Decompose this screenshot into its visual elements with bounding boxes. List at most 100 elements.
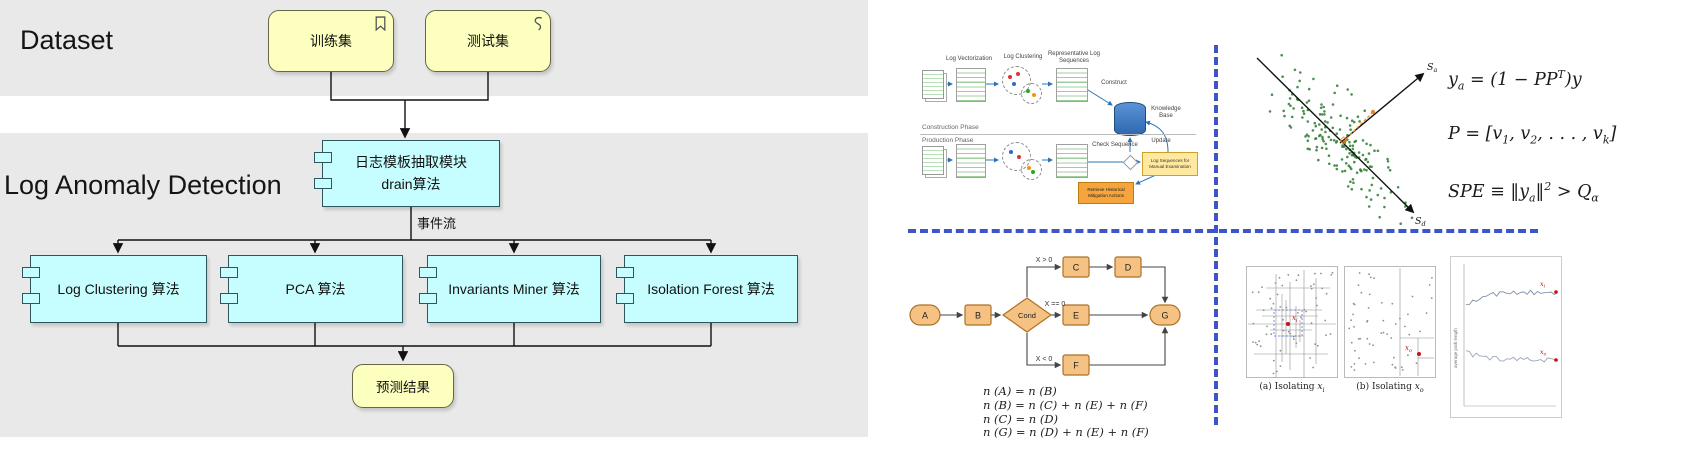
log-file-icon: [922, 146, 944, 175]
svg-text:C: C: [1073, 263, 1080, 273]
xo-point: [1417, 352, 1421, 356]
train-set-node: 训练集: [268, 10, 394, 72]
right-angle-mark: [1339, 136, 1348, 145]
check-sequence-label: Check Sequence: [1092, 142, 1138, 148]
cluster-point: [1032, 93, 1036, 97]
anomaly-point: [1370, 109, 1376, 115]
cluster-circle: [1021, 159, 1042, 180]
xi-label: xi: [1292, 314, 1298, 324]
test-set-label: 测试集: [467, 33, 509, 49]
svg-text:E: E: [1073, 311, 1079, 321]
component-port: [219, 267, 238, 278]
event-stream-label: 事件流: [417, 216, 457, 231]
prediction-result-node: 预测结果: [352, 364, 454, 408]
svg-text:A: A: [922, 311, 928, 321]
svg-text:F: F: [1073, 361, 1079, 371]
panel-frame: [1450, 256, 1562, 418]
flow-nodes: [909, 256, 1181, 376]
bookmark-icon: [375, 16, 386, 31]
pca-node: PCA 算法: [219, 255, 403, 323]
cluster-circle: [1021, 83, 1042, 104]
node-e: [1062, 304, 1090, 326]
pca-scatter-figure: Sd Sa: [1256, 53, 1438, 228]
construction-phase-label: Construction Phase: [922, 124, 979, 131]
pipeline-arrows: [944, 81, 1169, 185]
log-file-icon: [922, 70, 944, 99]
node-cond: [1001, 297, 1053, 333]
isolating-xo-panel: xo: [1344, 266, 1436, 378]
log-vectors-table: [956, 68, 986, 102]
cluster-circle: [1002, 142, 1031, 171]
panel-frame: [1344, 266, 1436, 378]
cluster-circle: [1002, 66, 1031, 95]
component-port: [313, 178, 332, 189]
node-b: [964, 304, 992, 326]
scatter-points: [1268, 53, 1414, 225]
xo-curve: [1465, 350, 1558, 363]
flow-edges: [940, 263, 1169, 369]
node-d: [1114, 256, 1142, 278]
xi-marker: [1554, 290, 1558, 294]
formula-residual: ya = (1 − PPT)y: [1448, 68, 1582, 93]
data-points: [1348, 272, 1433, 371]
svg-text:n (G) = n (D) + n (E) + n (F): n (G) = n (D) + n (E) + n (F): [983, 425, 1149, 438]
quadrant-divider-vertical: [1214, 45, 1218, 425]
component-port: [615, 267, 634, 278]
connector-paths: [112, 72, 717, 362]
curl-icon: [534, 17, 542, 31]
node-g: [1149, 304, 1181, 326]
construct-label: Construct: [1101, 80, 1127, 86]
caption-b: (b) Isolating xo: [1356, 382, 1424, 394]
cluster-point: [1017, 155, 1021, 159]
edge-label-lt: X < 0: [1036, 356, 1053, 363]
invariants-miner-node: Invariants Miner 算法: [418, 255, 601, 323]
component-port: [313, 152, 332, 163]
xi-curve-label: xi: [1540, 280, 1546, 290]
component-port: [418, 293, 437, 304]
sa-axis-label: Sa: [1427, 62, 1438, 74]
component-port: [219, 293, 238, 304]
log-vectorization-label: Log Vectorization: [945, 56, 993, 62]
formula-spe: SPE ≡ ‖ya‖2 > Qα: [1448, 180, 1599, 205]
component-port: [615, 293, 634, 304]
diagram-connectors: [112, 72, 717, 362]
representative-table: [1056, 144, 1088, 178]
production-phase-label: Production Phase: [922, 137, 974, 144]
train-to-junction-line: [330, 72, 405, 101]
cluster-point: [1009, 150, 1013, 154]
isolating-xi-panel: xi: [1246, 266, 1338, 378]
y-axis-label: average path length: [1453, 328, 1458, 368]
flow-node-labels: A B Cond C D E F G: [922, 263, 1169, 371]
test-set-node: 测试集: [425, 10, 551, 72]
edge-label-gt: X > 0: [1036, 257, 1053, 264]
log-vectors-table: [956, 144, 986, 178]
cluster-point: [1008, 75, 1012, 79]
invariants-miner-label: Invariants Miner 算法: [448, 281, 580, 297]
cluster-point: [1016, 72, 1020, 76]
xo-marker: [1554, 358, 1558, 362]
node-f: [1062, 354, 1090, 376]
phase-divider: [920, 134, 1196, 135]
svg-text:n (A) = n (B): n (A) = n (B): [983, 384, 1057, 398]
svg-text:n (B) = n (C) + n (E) + n (F): n (B) = n (C) + n (E) + n (F): [983, 398, 1148, 412]
xi-point: [1286, 322, 1290, 326]
component-port: [21, 293, 40, 304]
panel-frame: [1246, 266, 1338, 378]
sa-axis-arrow: [1339, 72, 1425, 144]
svg-text:Cond: Cond: [1018, 311, 1036, 320]
node-c: [1062, 256, 1090, 278]
invariants-flowchart-figure: A B Cond C D E F G X > 0 X == 0 X < 0 n …: [909, 256, 1181, 438]
pca-formulas: ya = (1 − PPT)y P = [v1, v2, . . . , vk]…: [1448, 60, 1693, 228]
svg-text:G: G: [1161, 311, 1168, 321]
isolation-forest-node: Isolation Forest 算法: [615, 255, 798, 323]
cluster-point: [1026, 89, 1030, 93]
isolation-forest-label: Isolation Forest 算法: [647, 281, 775, 297]
zoom-region-box: [1273, 309, 1303, 337]
update-label: Update: [1151, 138, 1171, 144]
invariant-equations: n (A) = n (B) n (B) = n (C) + n (E) + n …: [983, 384, 1149, 438]
log-clustering-node: Log Clustering 算法: [21, 255, 207, 323]
partition-lines: [1248, 270, 1336, 378]
residual-projection-line: [1340, 111, 1374, 145]
